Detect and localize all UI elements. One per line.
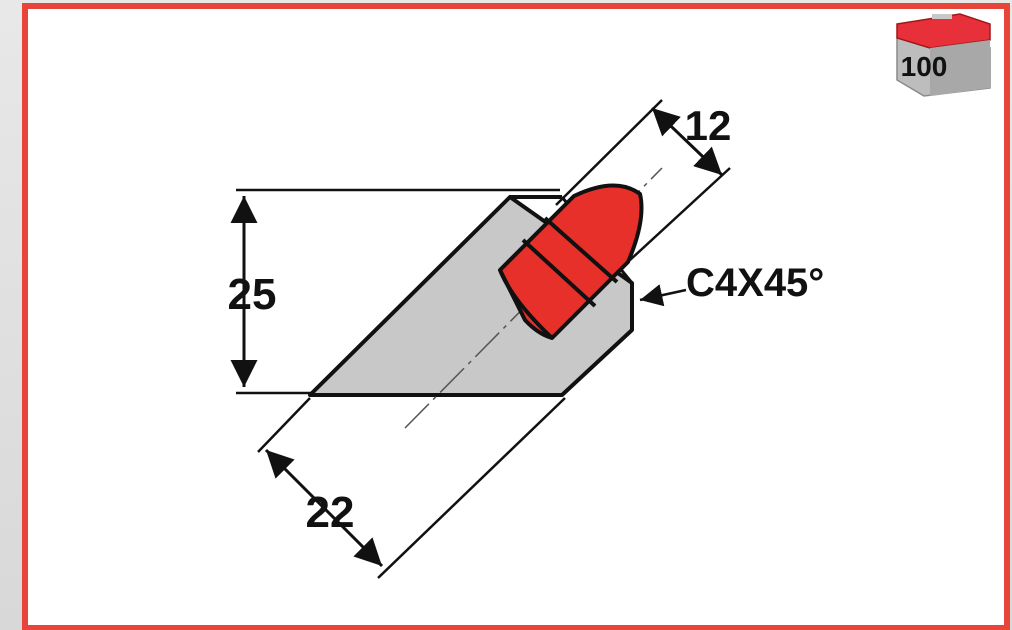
tip-extension-lines	[555, 99, 731, 261]
chamfer-note: C4X45°	[686, 261, 824, 305]
carbide-tip	[498, 183, 644, 340]
width-dimension-line	[264, 448, 384, 568]
package-box-icon	[896, 13, 991, 97]
width-extension-lines	[257, 397, 566, 579]
width-dimension-label: 22	[306, 488, 355, 537]
height-extension-lines	[236, 188, 560, 395]
tip-dimension-line	[650, 106, 724, 177]
package-quantity-label: 100	[901, 51, 948, 82]
chamfer-leader	[639, 284, 687, 307]
height-dimension-label: 25	[228, 270, 277, 319]
tip-dimension-label: 12	[685, 102, 732, 149]
